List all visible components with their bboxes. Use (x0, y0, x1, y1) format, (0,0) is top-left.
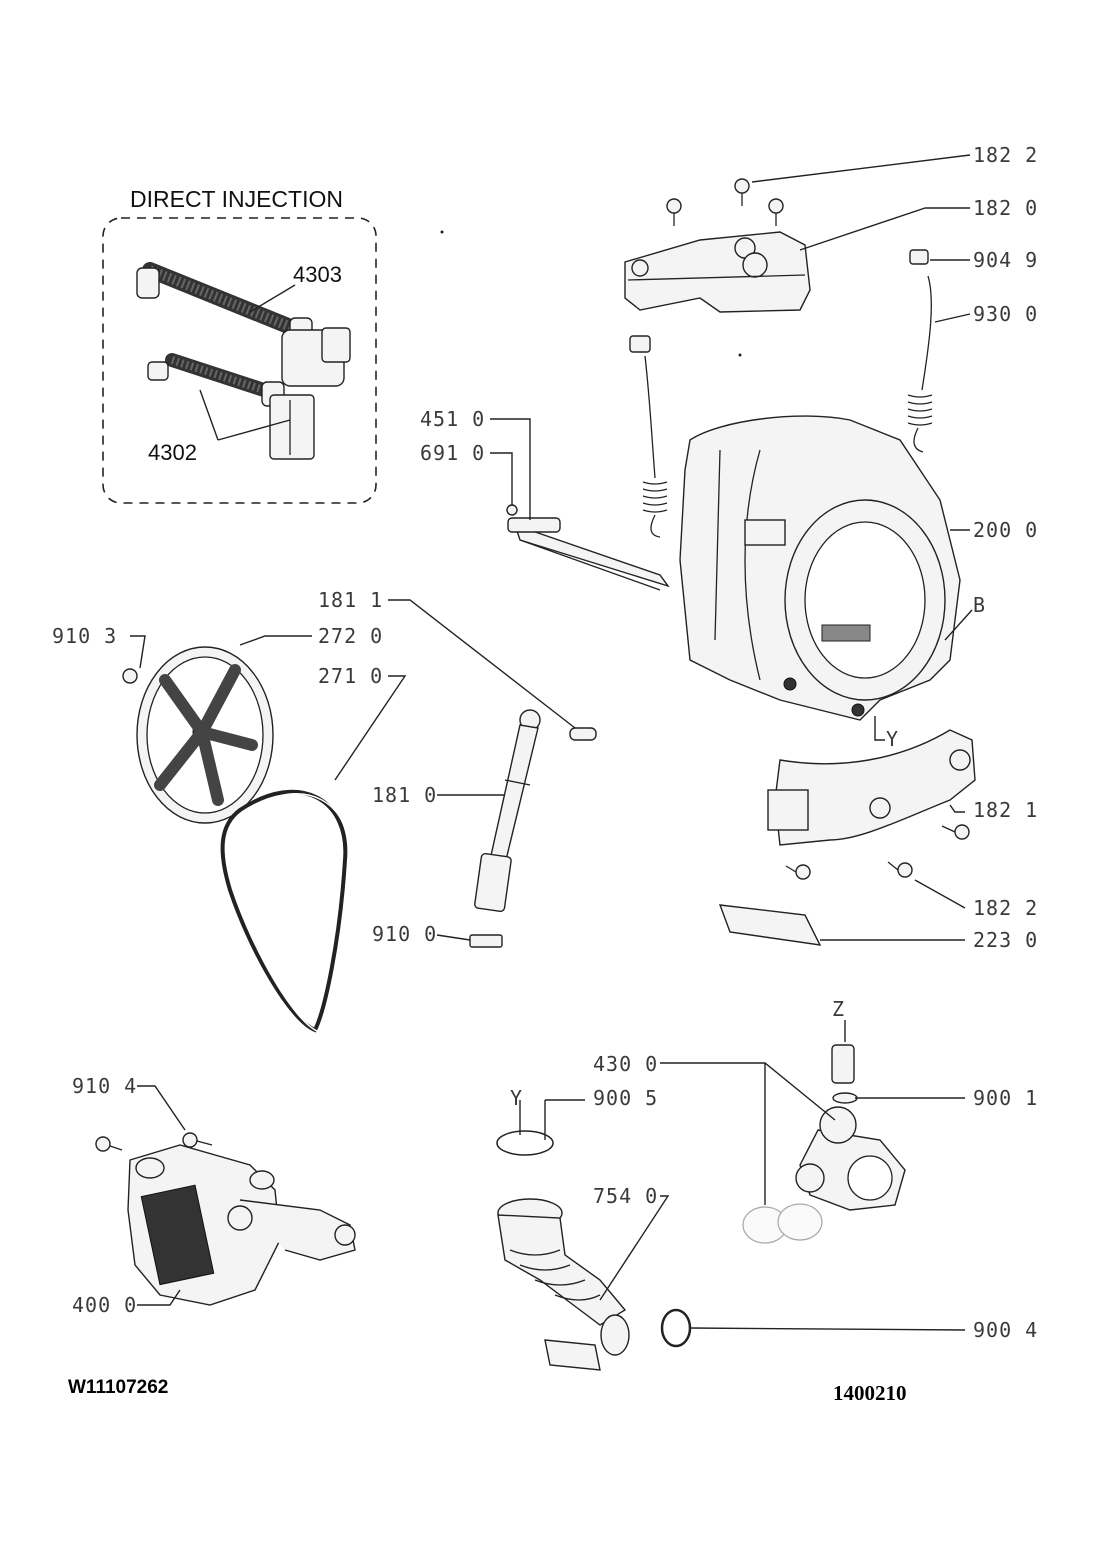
motor-400-0 (127, 1144, 356, 1306)
callout-400-0: 400 0 (72, 1293, 137, 1317)
part-223-0 (718, 904, 822, 946)
tub-200-0 (679, 415, 961, 721)
clamp-900-1 (832, 1092, 858, 1104)
callout-451-0: 451 0 (420, 407, 485, 431)
direct-injection-inset: DIRECT INJECTION 4303 4302 (102, 186, 377, 504)
callout-182-1: 182 1 (973, 798, 1038, 822)
callout-271-0: 271 0 (318, 664, 383, 688)
nut-904-9 (909, 249, 929, 265)
screws-182-2-top (666, 178, 784, 226)
top-counterweight (624, 231, 811, 313)
ring-900-5 (496, 1130, 554, 1156)
screws-910-4 (95, 1132, 213, 1152)
callout-900-1: 900 1 (973, 1086, 1038, 1110)
callout-904-9: 904 9 (973, 248, 1038, 272)
inlet-valve (269, 327, 351, 460)
callout-181-0: 181 0 (372, 783, 437, 807)
callout-182-0: 182 0 (973, 196, 1038, 220)
sump-hose-754-0 (497, 1198, 630, 1371)
callout-754-0: 754 0 (593, 1184, 658, 1208)
belt-271-0 (220, 789, 348, 1033)
spring-left (642, 355, 668, 538)
leader-4302-b (217, 419, 291, 441)
leader-4302-a (199, 389, 219, 441)
callout-labels: 182 2 182 0 904 9 930 0 451 0 691 0 200 … (52, 143, 1038, 1342)
screw-910-3 (122, 668, 138, 684)
callout-930-0: 930 0 (973, 302, 1038, 326)
callout-200-0: 200 0 (973, 518, 1038, 542)
lower-hose-4302 (147, 353, 285, 407)
nut-691-0 (506, 504, 518, 516)
callout-691-0: 691 0 (420, 441, 485, 465)
spring-mount (629, 335, 651, 353)
callout-910-4: 910 4 (72, 1074, 137, 1098)
callout-181-1: 181 1 (318, 588, 383, 612)
pin-181-1 (569, 727, 597, 741)
model-number: W11107262 (68, 1377, 168, 1398)
pulley-272-0 (122, 646, 274, 824)
heater-451-0 (506, 504, 670, 591)
callout-y-tub: Y (886, 727, 899, 751)
callout-182-2-top: 182 2 (973, 143, 1038, 167)
damper-181-0 (474, 709, 597, 912)
spring-930-0 (907, 275, 933, 453)
leader-lines (130, 154, 973, 1331)
inset-title: DIRECT INJECTION (130, 186, 343, 212)
label-4303: 4303 (293, 262, 342, 287)
callout-910-0: 910 0 (372, 922, 437, 946)
label-4302: 4302 (148, 440, 197, 465)
callout-182-2-bottom: 182 2 (973, 896, 1038, 920)
callout-b: B (973, 593, 986, 617)
clamp-900-4 (660, 1308, 692, 1348)
diagram-code: 1400210 (833, 1381, 907, 1405)
callout-430-0: 430 0 (593, 1052, 658, 1076)
bottom-counterweight-182-1 (767, 729, 976, 846)
leader-4303 (249, 284, 296, 313)
callout-900-5: 900 5 (593, 1086, 658, 1110)
callout-z: Z (832, 997, 845, 1021)
callout-223-0: 223 0 (973, 928, 1038, 952)
callout-900-4: 900 4 (973, 1318, 1038, 1342)
callout-y-ring: Y (510, 1086, 523, 1110)
inset-dashed-border (102, 217, 377, 504)
drain-pump-430-0 (795, 1044, 906, 1211)
pump-filter (742, 1203, 823, 1244)
upper-hose-4303 (136, 262, 313, 345)
callout-272-0: 272 0 (318, 624, 383, 648)
callout-910-3: 910 3 (52, 624, 117, 648)
screws-182-2-bottom (785, 824, 970, 880)
clip-910-0 (469, 934, 503, 948)
